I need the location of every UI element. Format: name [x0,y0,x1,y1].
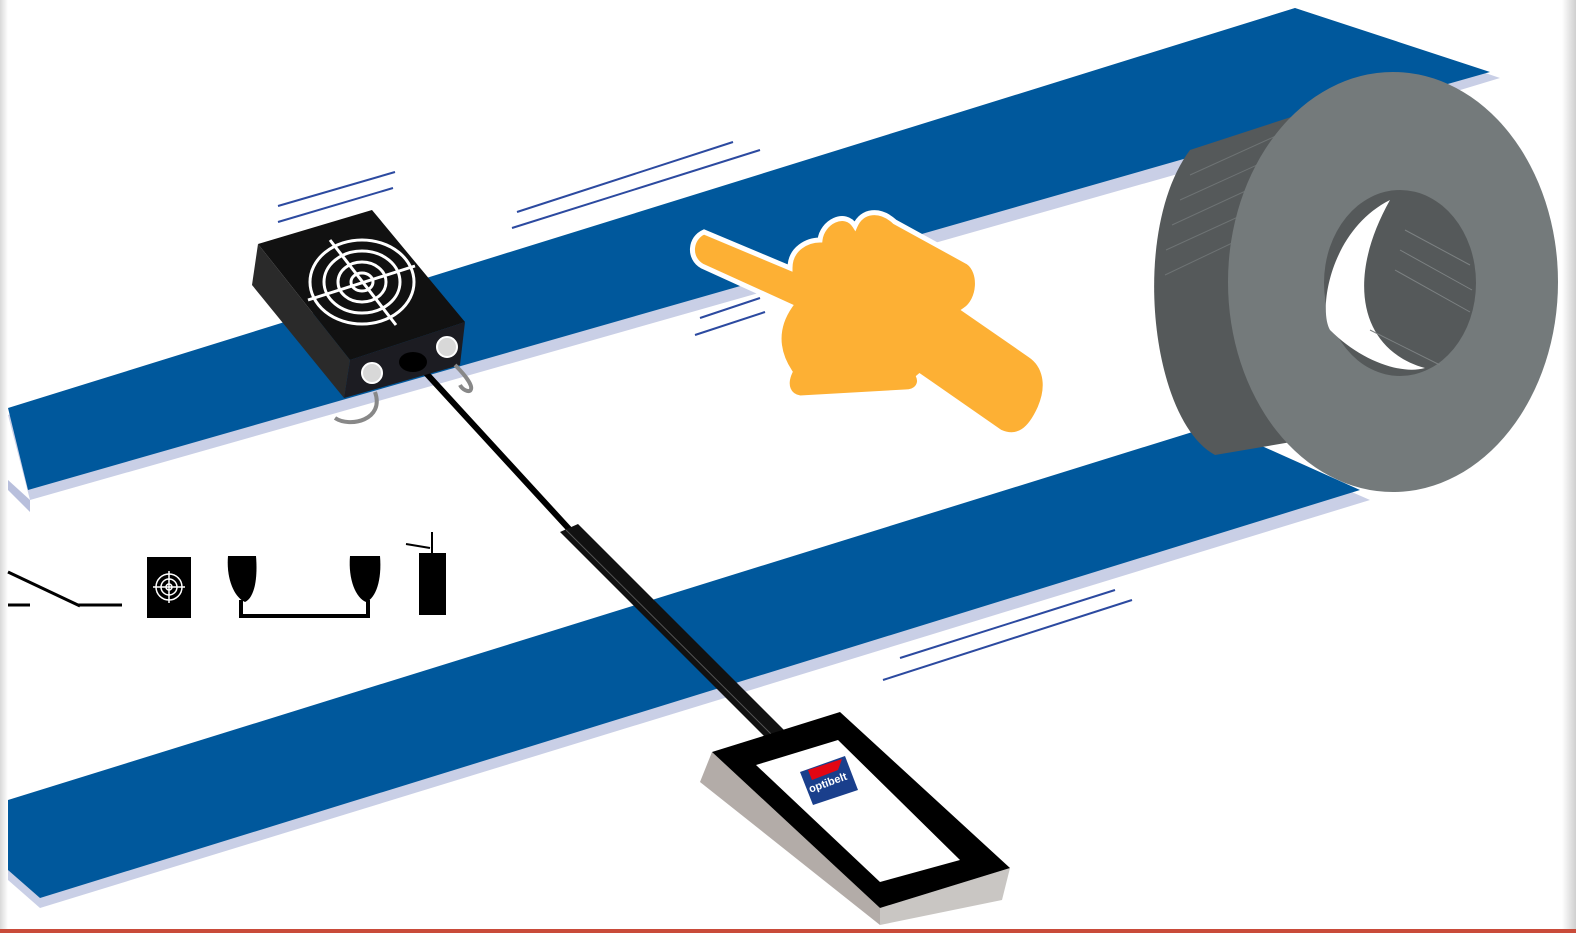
headphones-symbol-icon [228,556,381,616]
switch-symbol-icon [8,572,122,606]
handheld-measuring-device: optibelt [700,712,1010,925]
schematic-symbols [8,532,446,618]
sensor-symbol-icon [147,557,191,618]
lower-belt-strand [8,425,1370,908]
meter-symbol-icon [406,532,446,615]
frame-edge-bottom [0,929,1576,933]
